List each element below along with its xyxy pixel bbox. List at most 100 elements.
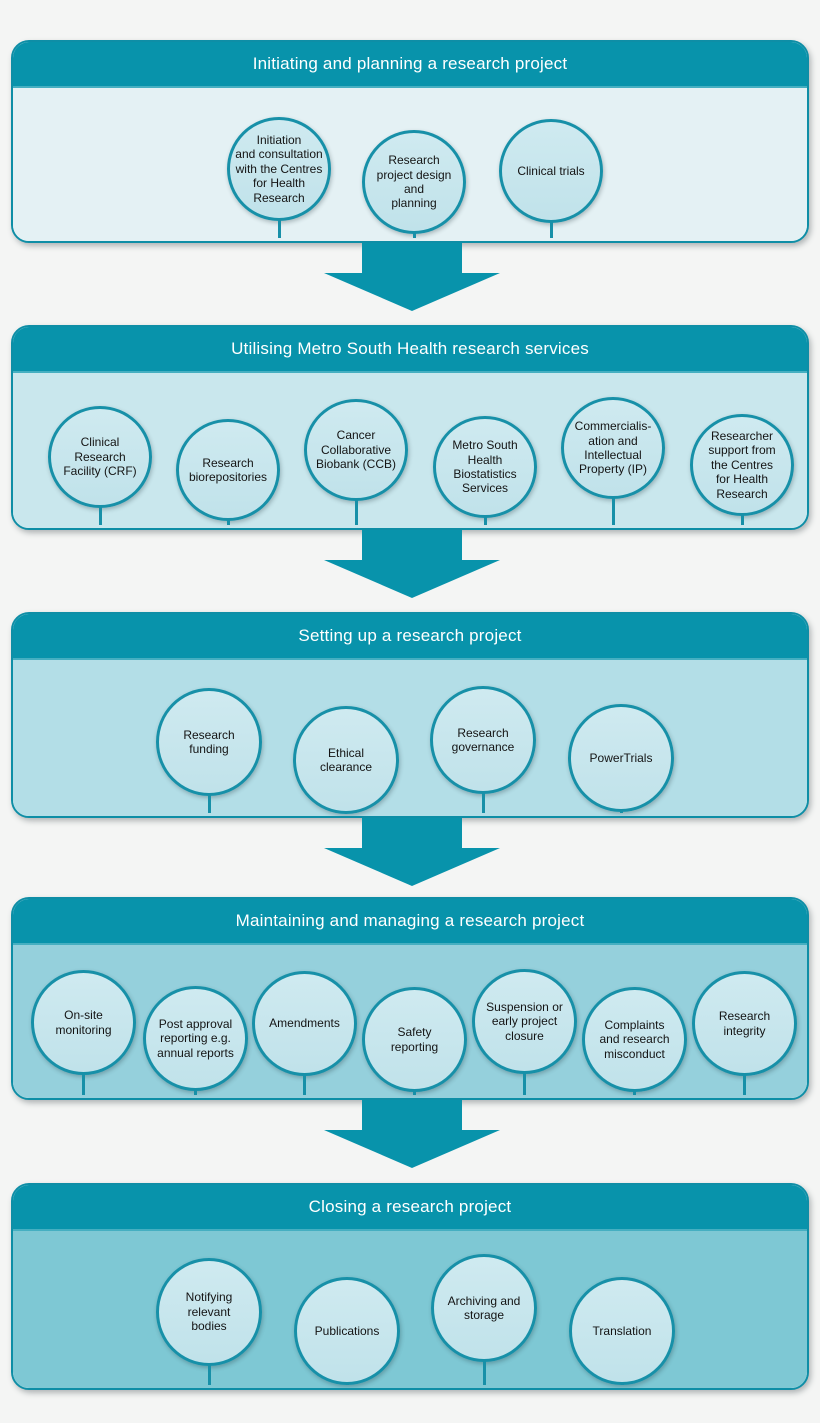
activity-node: Translation <box>569 1277 675 1385</box>
activity-node-label: Commercialis- ation and Intellectual Pro… <box>574 419 652 477</box>
activity-node-label: Notifying relevant bodies <box>185 1290 233 1334</box>
stage-header: Initiating and planning a research proje… <box>13 42 807 88</box>
activity-node-label: Research project design and planning <box>376 153 452 211</box>
stage-title: Closing a research project <box>308 1197 512 1216</box>
activity-node-label: Initiation and consultation with the Cen… <box>235 133 323 205</box>
activity-node: Commercialis- ation and Intellectual Pro… <box>561 397 665 525</box>
activity-node: Publications <box>294 1277 400 1385</box>
activity-node: Research biorepositories <box>176 419 280 525</box>
activity-node-label: Research integrity <box>718 1009 771 1038</box>
activity-node: Research governance <box>430 686 536 813</box>
activity-node-label: On-site monitoring <box>55 1008 112 1037</box>
activity-node: Research project design and planning <box>362 130 466 238</box>
connector-line <box>620 1382 624 1385</box>
stage-panel-utilising-services: Utilising Metro South Health research se… <box>11 325 809 530</box>
activity-node: Complaints and research misconduct <box>582 987 687 1095</box>
stage-body: Initiation and consultation with the Cen… <box>13 88 807 241</box>
connector-line <box>633 1089 636 1095</box>
activity-node-label: Translation <box>592 1323 652 1338</box>
activity-node-label: PowerTrials <box>589 750 653 765</box>
connector-line <box>194 1088 197 1095</box>
down-arrow-icon <box>324 243 500 311</box>
stage-panel-closing: Closing a research project Notifying rel… <box>11 1183 809 1390</box>
down-arrow-stem <box>362 1100 462 1130</box>
stage-panel-maintaining: Maintaining and managing a research proj… <box>11 897 809 1100</box>
down-arrow-icon <box>324 818 500 886</box>
connector-line <box>82 1072 85 1095</box>
stage-body: Notifying relevant bodies Publications A… <box>13 1231 807 1388</box>
activity-node-label: Research governance <box>451 725 515 754</box>
stage-header: Setting up a research project <box>13 614 807 660</box>
activity-node: Ethical clearance <box>293 706 399 814</box>
connector-line <box>740 513 744 525</box>
stage-body: Clinical Research Facility (CRF) Researc… <box>13 373 807 528</box>
activity-node: Cancer Collaborative Biobank (CCB) <box>304 399 408 525</box>
down-arrow-stem <box>362 530 462 560</box>
stage-title: Initiating and planning a research proje… <box>252 54 568 73</box>
activity-node-label: Clinical trials <box>517 163 585 178</box>
activity-node: Notifying relevant bodies <box>156 1258 262 1385</box>
activity-node-label: Ethical clearance <box>319 745 373 774</box>
connector-line <box>303 1073 306 1095</box>
connector-line <box>412 231 416 238</box>
down-arrow-head <box>324 560 500 598</box>
connector-line <box>344 811 348 813</box>
activity-node: Research integrity <box>692 971 797 1095</box>
down-arrow-icon <box>324 530 500 598</box>
down-arrow-stem <box>362 243 462 273</box>
activity-node: Metro South Health Biostatistics Service… <box>433 416 537 525</box>
activity-node-label: Research biorepositories <box>188 455 268 484</box>
activity-node: Researcher support from the Centres for … <box>690 414 794 525</box>
activity-node: Post approval reporting e.g. annual repo… <box>143 986 248 1095</box>
stage-title: Maintaining and managing a research proj… <box>235 911 585 930</box>
connector-line <box>277 218 281 238</box>
activity-node-label: Safety reporting <box>390 1025 439 1054</box>
stage-panel-setting-up: Setting up a research project Research f… <box>11 612 809 818</box>
activity-node: On-site monitoring <box>31 970 136 1095</box>
activity-node: Amendments <box>252 971 357 1095</box>
activity-node: Archiving and storage <box>431 1254 537 1385</box>
connector-line <box>413 1089 416 1095</box>
connector-line <box>481 791 485 813</box>
down-arrow-icon <box>324 1100 500 1168</box>
activity-node-label: Post approval reporting e.g. annual repo… <box>157 1016 234 1060</box>
stage-title: Setting up a research project <box>298 626 522 645</box>
stage-header: Maintaining and managing a research proj… <box>13 899 807 945</box>
activity-node: PowerTrials <box>568 704 674 813</box>
connector-line <box>743 1073 746 1095</box>
connector-line <box>483 515 487 525</box>
connector-line <box>226 518 230 525</box>
stage-header: Utilising Metro South Health research se… <box>13 327 807 373</box>
connector-line <box>549 220 553 238</box>
activity-node-label: Publications <box>314 1323 380 1338</box>
stage-title: Utilising Metro South Health research se… <box>231 339 589 358</box>
connector-line <box>207 793 211 813</box>
activity-node: Research funding <box>156 688 262 813</box>
activity-node-label: Amendments <box>269 1016 340 1031</box>
connector-line <box>611 496 615 525</box>
connector-line <box>523 1071 526 1095</box>
stage-header: Closing a research project <box>13 1185 807 1231</box>
down-arrow-head <box>324 848 500 886</box>
activity-node: Suspension or early project closure <box>472 969 577 1095</box>
connector-line <box>98 505 102 525</box>
connector-line <box>354 498 358 525</box>
stage-panel-initiating: Initiating and planning a research proje… <box>11 40 809 243</box>
down-arrow-head <box>324 273 500 311</box>
connector-line <box>345 1382 349 1385</box>
connector-line <box>619 809 623 813</box>
down-arrow-stem <box>362 818 462 848</box>
activity-node-label: Suspension or early project closure <box>486 999 563 1043</box>
activity-node-label: Cancer Collaborative Biobank (CCB) <box>315 428 397 472</box>
stage-body: On-site monitoring Post approval reporti… <box>13 945 807 1098</box>
activity-node: Safety reporting <box>362 987 467 1095</box>
activity-node-label: Metro South Health Biostatistics Service… <box>452 438 518 496</box>
activity-node-label: Complaints and research misconduct <box>599 1017 670 1061</box>
stage-body: Research funding Ethical clearance Resea… <box>13 660 807 816</box>
activity-node-label: Research funding <box>183 727 235 756</box>
activity-node-label: Researcher support from the Centres for … <box>708 429 776 501</box>
connector-line <box>207 1363 211 1385</box>
activity-node-label: Archiving and storage <box>447 1293 521 1322</box>
activity-node-label: Clinical Research Facility (CRF) <box>63 435 137 479</box>
